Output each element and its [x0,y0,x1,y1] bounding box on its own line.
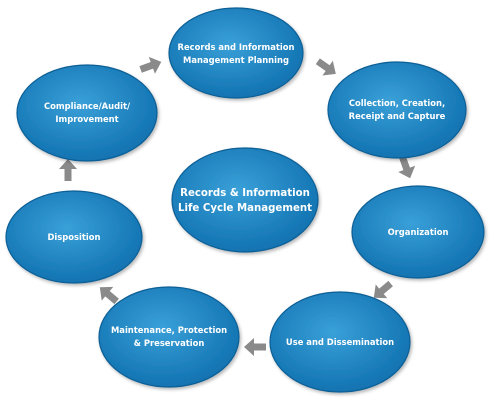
stage-label-line: Compliance/Audit/ [44,101,131,111]
stage-collection-creation-capture: Collection, Creation, Receipt and Captur… [327,61,467,159]
stage-label-line: Organization [388,227,449,237]
stage-records-management-planning: Records and Information Management Plann… [168,7,304,99]
stage-label-line: & Preservation [134,338,205,348]
stage-disposition: Disposition [5,190,143,284]
center-label-line: Life Cycle Management [178,203,312,214]
stage-label-line: Management Planning [183,55,289,65]
arrow-compliance-to-planning [139,56,162,74]
arrow-use-to-maintenance [244,338,266,356]
stage-label-line: Collection, Creation, [349,98,445,108]
arrow-disposition-to-compliance [59,159,77,181]
stage-label-line: Receipt and Capture [349,111,446,121]
center-label-line: Records & Information [180,188,310,199]
stage-label-line: Disposition [47,232,100,242]
stage-label-line: Improvement [55,114,118,124]
stage-label-line: Records and Information [178,42,295,52]
arrow-planning-to-collection [315,58,336,76]
center-life-cycle-management: Records & Information Life Cycle Managem… [171,147,319,253]
stage-label-line: Maintenance, Protection [111,325,227,335]
arrow-organization-to-use [373,280,393,299]
stage-organization: Organization [351,185,485,279]
arrow-collection-to-organization [398,156,416,179]
stage-label-line: Use and Dissemination [286,337,394,347]
stage-use-dissemination: Use and Dissemination [269,291,411,393]
stage-compliance-audit-improvement: Compliance/Audit/ Improvement [16,64,158,162]
stage-maintenance-protection-preservation: Maintenance, Protection & Preservation [98,286,240,388]
arrow-maintenance-to-disposition [99,286,119,305]
